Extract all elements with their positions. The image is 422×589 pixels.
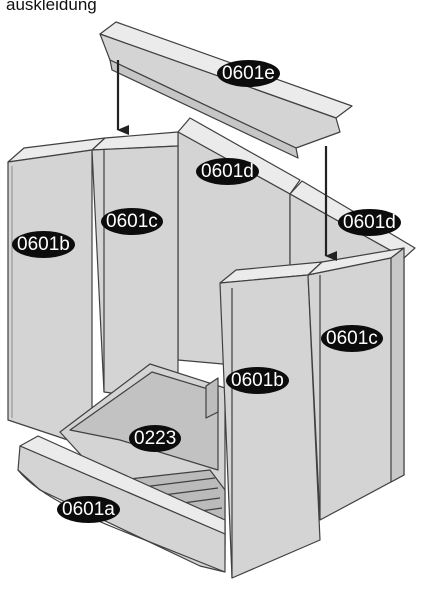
- label-0601b-front: 0601b: [226, 367, 289, 394]
- label-0601c-left: 0601c: [101, 208, 163, 235]
- front-panel-0601c: [307, 247, 405, 521]
- front-lip-0601a: [17, 435, 226, 573]
- left-panel-0601c: [91, 131, 179, 403]
- left-panel-0601b: [7, 137, 106, 449]
- label-0223: 0223: [129, 425, 182, 452]
- label-0601e: 0601e: [217, 60, 280, 87]
- label-0601c-right: 0601c: [321, 325, 383, 352]
- assembly-arrows: [116, 60, 337, 261]
- label-0601b-left: 0601b: [12, 231, 75, 258]
- label-0601d-right: 0601d: [338, 209, 401, 236]
- label-0601d-back: 0601d: [196, 158, 259, 185]
- front-panel-0601b: [219, 261, 323, 579]
- diagram-caption: auskleidung: [6, 0, 97, 14]
- label-0601a: 0601a: [57, 496, 120, 523]
